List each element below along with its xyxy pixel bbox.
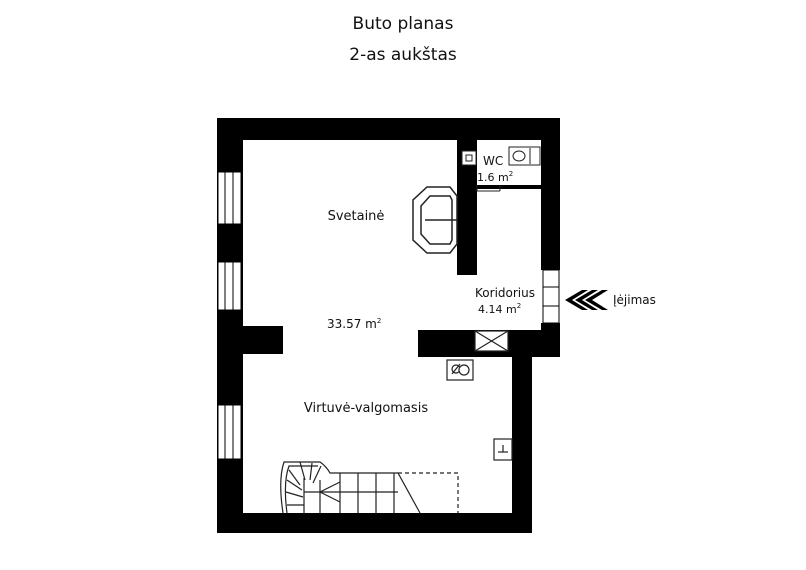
staircase <box>280 461 459 514</box>
wc-fixtures <box>461 146 541 192</box>
bottom-wall <box>217 513 532 533</box>
fireplace-icon <box>412 186 458 254</box>
appliance-icon <box>493 438 513 461</box>
right-wall-lower <box>512 330 532 533</box>
living-room-label: Svetainė <box>328 209 385 224</box>
main-area-value: 33.57 m2 <box>327 317 381 331</box>
windows <box>217 171 242 460</box>
entrance-label: Įėjimas <box>613 293 656 307</box>
wc-left-wall <box>457 140 477 275</box>
corridor-area-value: 4.14 m2 <box>478 302 521 316</box>
window-1 <box>217 171 242 225</box>
entrance-door <box>542 269 560 324</box>
wc-label: WC <box>483 154 503 168</box>
interior-wall-stub <box>243 326 283 354</box>
floor-subtitle: 2-as aukštas <box>349 45 457 65</box>
wc-bottom-wall <box>457 185 541 189</box>
corridor-corner <box>543 330 560 357</box>
window-2 <box>217 261 242 311</box>
window-3 <box>217 404 242 460</box>
kitchen-label: Virtuvė-valgomasis <box>304 401 428 416</box>
corridor-label: Koridorius <box>475 286 535 300</box>
door-jamb <box>541 323 560 333</box>
right-wall-upper <box>541 118 560 270</box>
storage-box-icon <box>474 330 509 352</box>
plan-title: Buto planas <box>352 14 454 34</box>
wc-area-value: 1.6 m2 <box>477 170 513 184</box>
hob-icon <box>446 359 474 381</box>
chevron-arrows-icon <box>565 290 608 310</box>
top-wall <box>217 118 560 140</box>
